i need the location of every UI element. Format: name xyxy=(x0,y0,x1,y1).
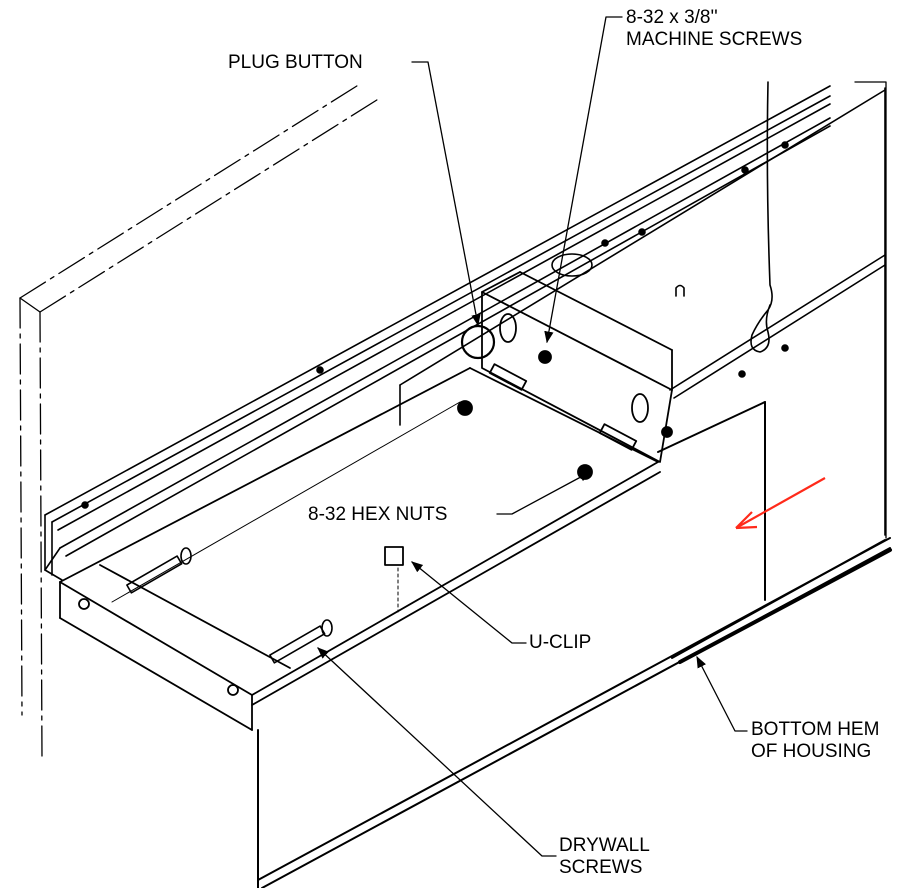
front-housing-panel xyxy=(257,401,892,888)
housing-rails xyxy=(44,85,831,581)
machine-screws-label-line2: MACHINE SCREWS xyxy=(626,29,803,50)
machine-screws-label-line1: 8-32 x 3/8'' xyxy=(626,7,718,28)
drywall-screws-label-line2: SCREWS xyxy=(559,857,643,878)
hex-nuts-label: 8-32 HEX NUTS xyxy=(308,504,448,525)
bottom-pan xyxy=(59,367,661,731)
wall-outline xyxy=(19,83,381,761)
direction-arrow xyxy=(735,477,826,530)
bottom-hem-label-line1: BOTTOM HEM xyxy=(751,719,880,740)
u-clip-label: U-CLIP xyxy=(529,632,592,653)
u-clip xyxy=(384,546,404,613)
drywall-screws xyxy=(126,547,333,664)
end-plate xyxy=(457,271,673,480)
bottom-hem-label-line2: OF HOUSING xyxy=(751,741,872,762)
leader-lines xyxy=(317,16,887,857)
hanger-wire xyxy=(750,81,773,353)
housing-back-panel xyxy=(81,87,886,536)
drywall-screws-label-line1: DRYWALL xyxy=(559,835,650,856)
plug-button-label: PLUG BUTTON xyxy=(228,52,363,73)
